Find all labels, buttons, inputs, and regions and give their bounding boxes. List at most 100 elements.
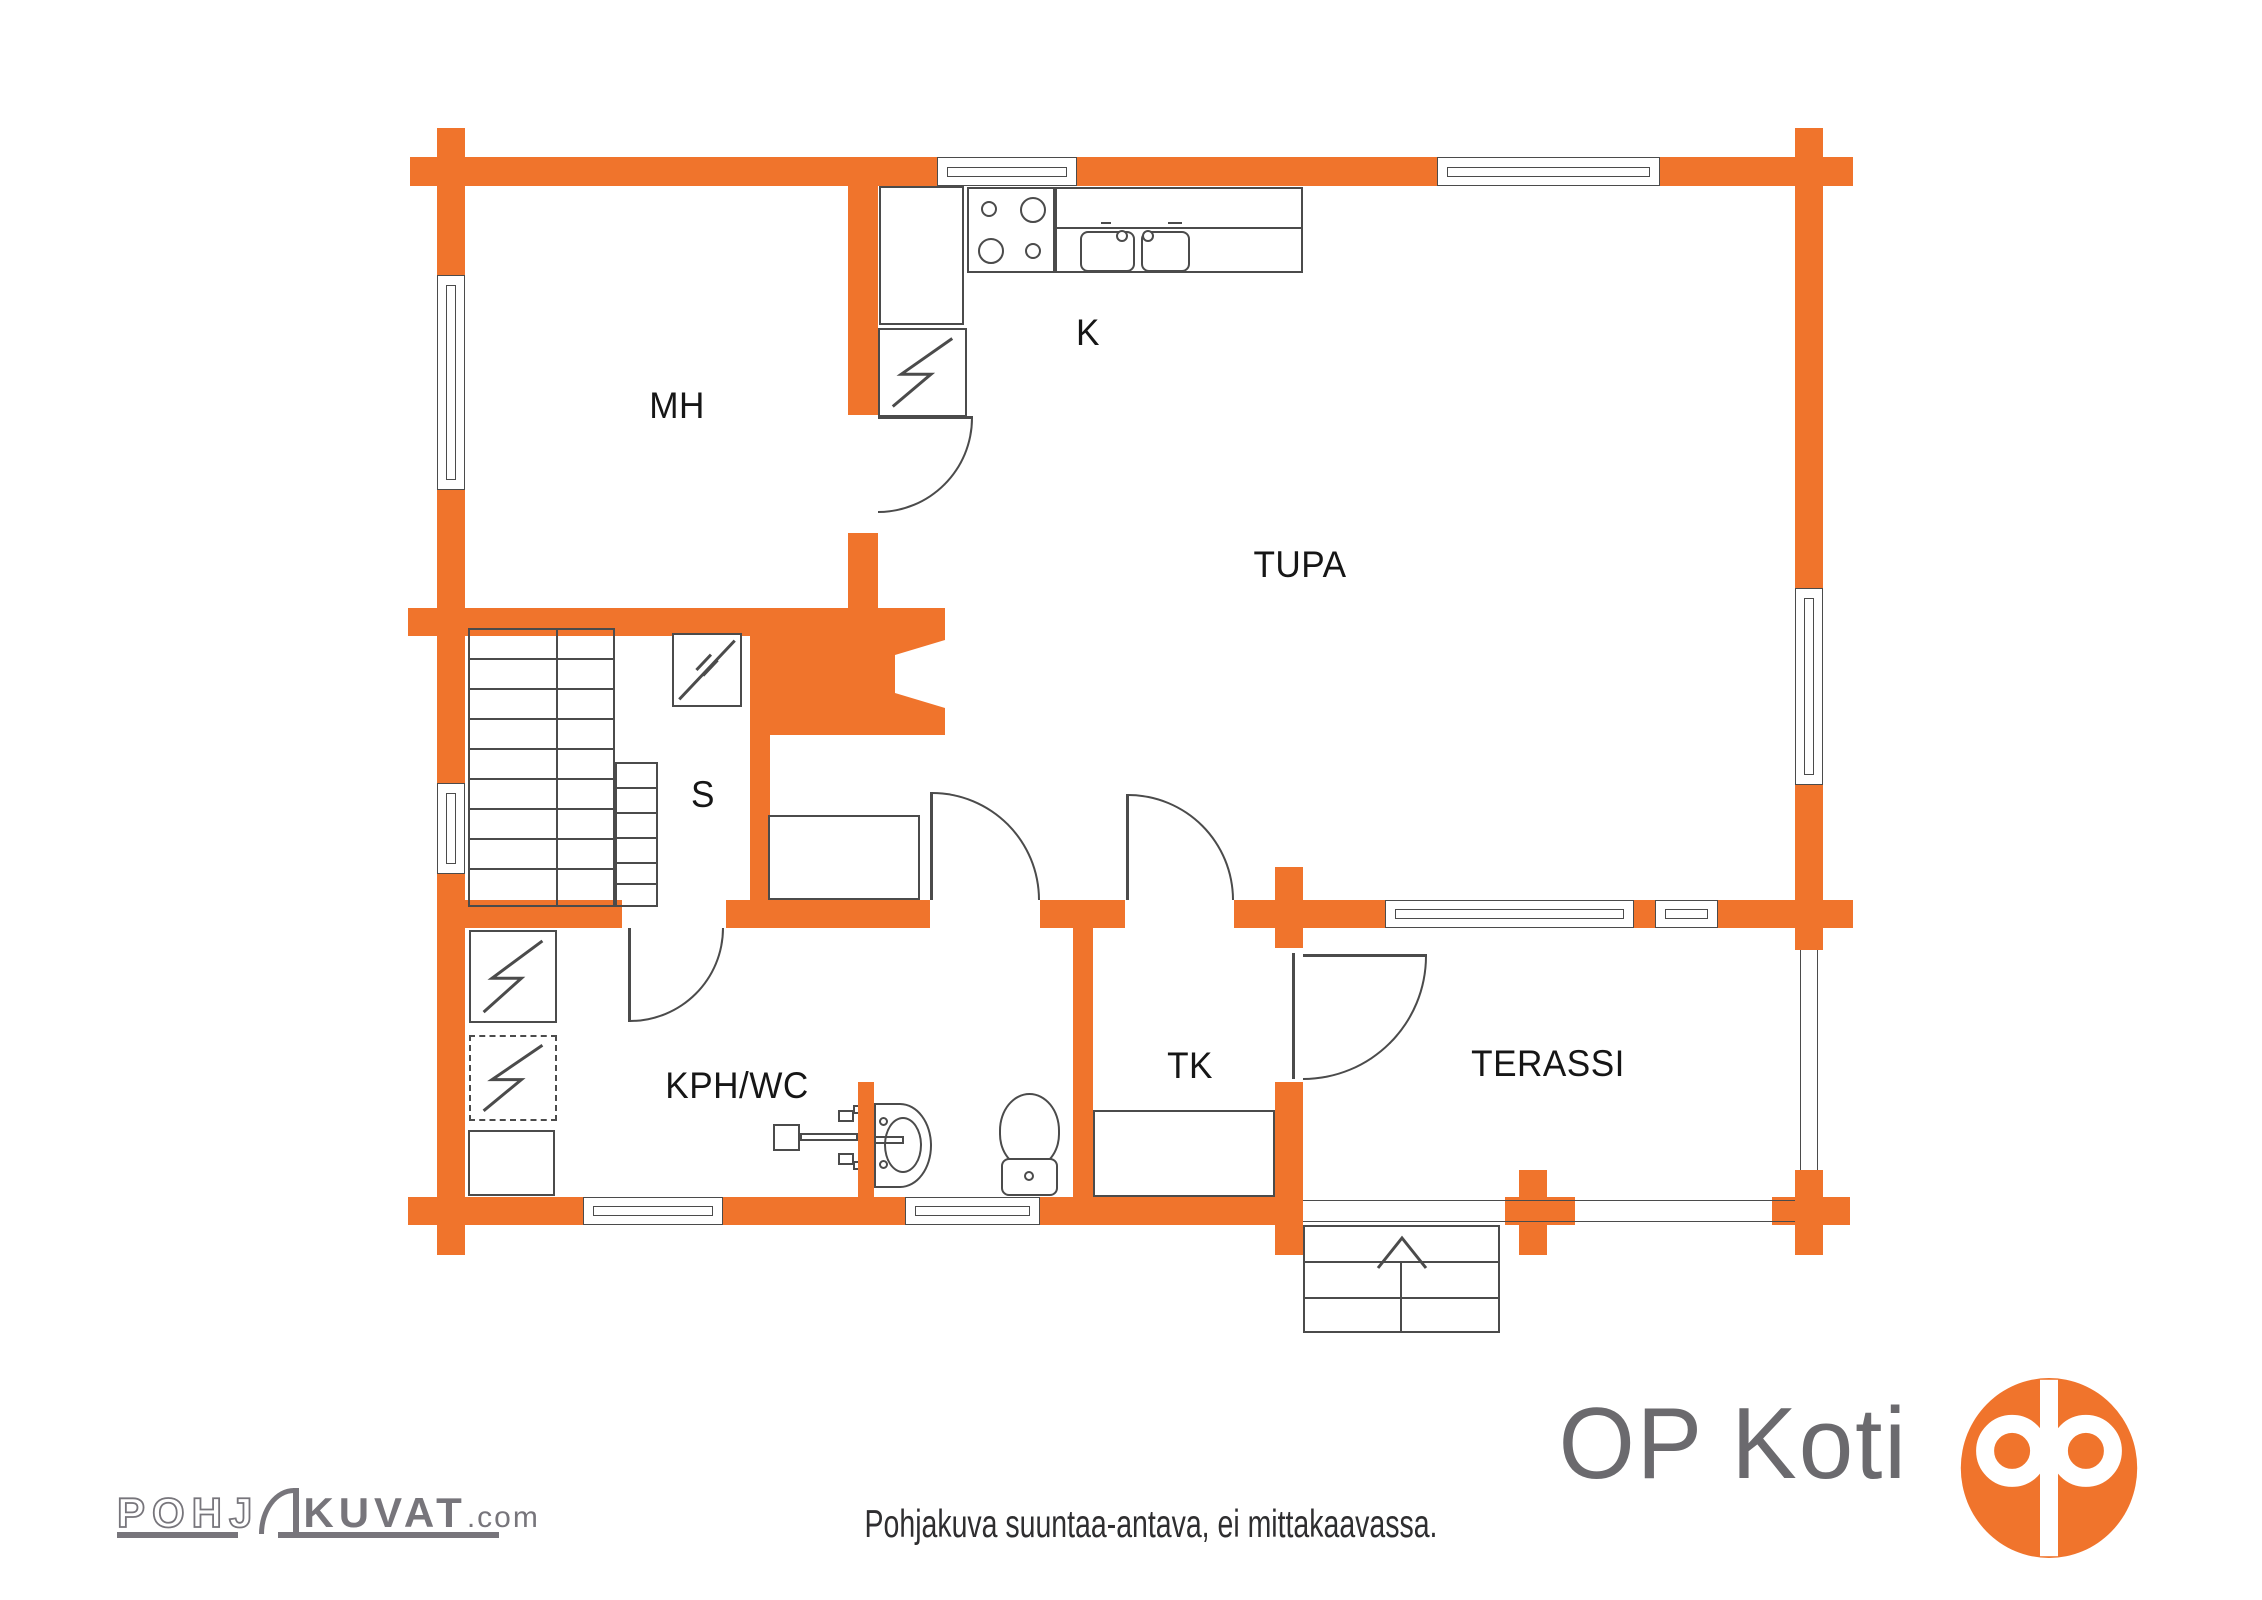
sink-drain bbox=[1116, 230, 1128, 242]
counter-edge bbox=[1055, 227, 1303, 229]
stairs bbox=[468, 628, 615, 907]
door-leaf-tk bbox=[1126, 794, 1129, 900]
window-mh-left bbox=[437, 275, 465, 490]
stair-tread bbox=[468, 838, 615, 840]
terrace-edge-bottom bbox=[1303, 1200, 1795, 1222]
window-stairs-left bbox=[437, 783, 465, 874]
shower-mixer-icon bbox=[773, 1124, 800, 1151]
kitchen-sink-basin bbox=[1080, 231, 1135, 272]
door-leaf-mh bbox=[878, 416, 973, 419]
wall-terrace-window-divider bbox=[1634, 900, 1655, 928]
washbasin-bowl bbox=[884, 1117, 922, 1173]
stair-tread bbox=[468, 808, 615, 810]
door-leaf-terrace bbox=[1303, 954, 1427, 957]
wall-top-right bbox=[1660, 157, 1853, 186]
wall-tk-terrace-upper bbox=[1275, 867, 1303, 948]
door-frame-terrace bbox=[1292, 953, 1295, 1079]
pohjakuvat-logo: POHJ KUVAT .com bbox=[116, 1488, 540, 1536]
stair-tread bbox=[468, 688, 615, 690]
window-glass bbox=[947, 166, 1067, 177]
window-glass bbox=[1804, 598, 1814, 775]
window-kph-bottom-right bbox=[905, 1197, 1040, 1225]
burner bbox=[1020, 197, 1046, 223]
window-glass bbox=[446, 793, 456, 864]
door-arc-tk bbox=[1128, 794, 1234, 900]
wall-bottom-c bbox=[1040, 1197, 1303, 1225]
step-divider bbox=[1400, 1261, 1402, 1333]
door-arc-sauna bbox=[630, 928, 724, 1022]
room-label-mh: MH bbox=[649, 385, 705, 426]
door-leaf-sauna bbox=[628, 928, 631, 1022]
bathroom-cabinet bbox=[468, 1130, 555, 1196]
burner bbox=[1025, 243, 1041, 259]
stair-tread bbox=[468, 718, 615, 720]
wall-kph-tk bbox=[1073, 928, 1093, 1197]
window-glass bbox=[593, 1206, 713, 1216]
window-tupa-right bbox=[1795, 588, 1823, 785]
window-glass bbox=[1395, 909, 1624, 919]
closet-tk bbox=[1093, 1110, 1275, 1197]
wall-hall-c bbox=[1040, 900, 1125, 928]
washbasin-dot bbox=[879, 1117, 888, 1126]
stair-tread bbox=[468, 748, 615, 750]
wall-hall-b bbox=[726, 900, 930, 928]
stair-tread bbox=[615, 787, 658, 789]
window-glass bbox=[1447, 166, 1650, 177]
pohjakuvat-tld: .com bbox=[466, 1501, 540, 1534]
shower-pipe bbox=[800, 1133, 858, 1141]
refrigerator-icon bbox=[878, 328, 967, 417]
wall-top-left bbox=[410, 157, 937, 186]
door-arc-kph bbox=[932, 792, 1040, 900]
sink-drain bbox=[1142, 230, 1154, 242]
window-tupa-top bbox=[1437, 157, 1660, 186]
window-terrace-wall-left bbox=[1385, 900, 1634, 928]
room-label-tk: TK bbox=[1167, 1045, 1213, 1086]
washing-machine-icon bbox=[469, 930, 557, 1023]
terrace-post-right-h bbox=[1772, 1197, 1850, 1225]
window-kitchen-top bbox=[937, 157, 1077, 186]
wall-top-mid bbox=[1077, 157, 1437, 186]
wall-left-mid bbox=[437, 490, 465, 783]
stair-tread bbox=[615, 837, 658, 839]
pohjakuvat-rule-left bbox=[117, 1532, 238, 1538]
door-arc-mh bbox=[878, 418, 973, 513]
wall-left-lower bbox=[437, 874, 465, 1255]
stairs-divider bbox=[556, 628, 558, 907]
wall-sauna-right bbox=[750, 735, 770, 907]
washing-machine-reserved-icon bbox=[469, 1035, 557, 1121]
closet-hall bbox=[768, 815, 920, 900]
stair-tread bbox=[615, 883, 658, 885]
wall-tk-terrace-lower bbox=[1275, 1082, 1303, 1255]
toilet-flush bbox=[1024, 1171, 1034, 1181]
washbasin-tap bbox=[874, 1136, 904, 1144]
stair-tread bbox=[468, 778, 615, 780]
op-koti-wordmark: OP Koti bbox=[1558, 1388, 1908, 1500]
terrace-post-mid-h bbox=[1505, 1197, 1575, 1225]
burner bbox=[978, 238, 1004, 264]
room-label-terassi: TERASSI bbox=[1471, 1043, 1625, 1084]
burner bbox=[981, 201, 997, 217]
stair-tread bbox=[468, 658, 615, 660]
sink-tap bbox=[1101, 222, 1111, 224]
sauna-stove-icon bbox=[672, 633, 742, 707]
wall-bottom-a bbox=[408, 1197, 583, 1225]
window-kph-bottom-left bbox=[583, 1197, 723, 1225]
wall-terrace-top-right bbox=[1718, 900, 1853, 928]
shower-valve bbox=[838, 1153, 854, 1165]
window-glass bbox=[915, 1206, 1030, 1216]
wall-basin-stub bbox=[858, 1082, 874, 1197]
room-label-tupa: TUPA bbox=[1253, 544, 1347, 585]
window-glass bbox=[446, 285, 456, 480]
room-label-s: S bbox=[691, 774, 715, 815]
washbasin-dot bbox=[879, 1160, 888, 1169]
wall-left-upper bbox=[437, 128, 465, 275]
door-arc-terrace bbox=[1303, 956, 1427, 1080]
stair-tread bbox=[468, 868, 615, 870]
sink-tap bbox=[1168, 222, 1182, 224]
kitchen-cabinet bbox=[879, 186, 964, 325]
door-leaf-kph bbox=[930, 792, 933, 900]
pohjakuvat-prefix: POHJ bbox=[116, 1489, 260, 1536]
window-glass bbox=[1665, 909, 1708, 919]
window-terrace-wall-right bbox=[1655, 900, 1718, 928]
